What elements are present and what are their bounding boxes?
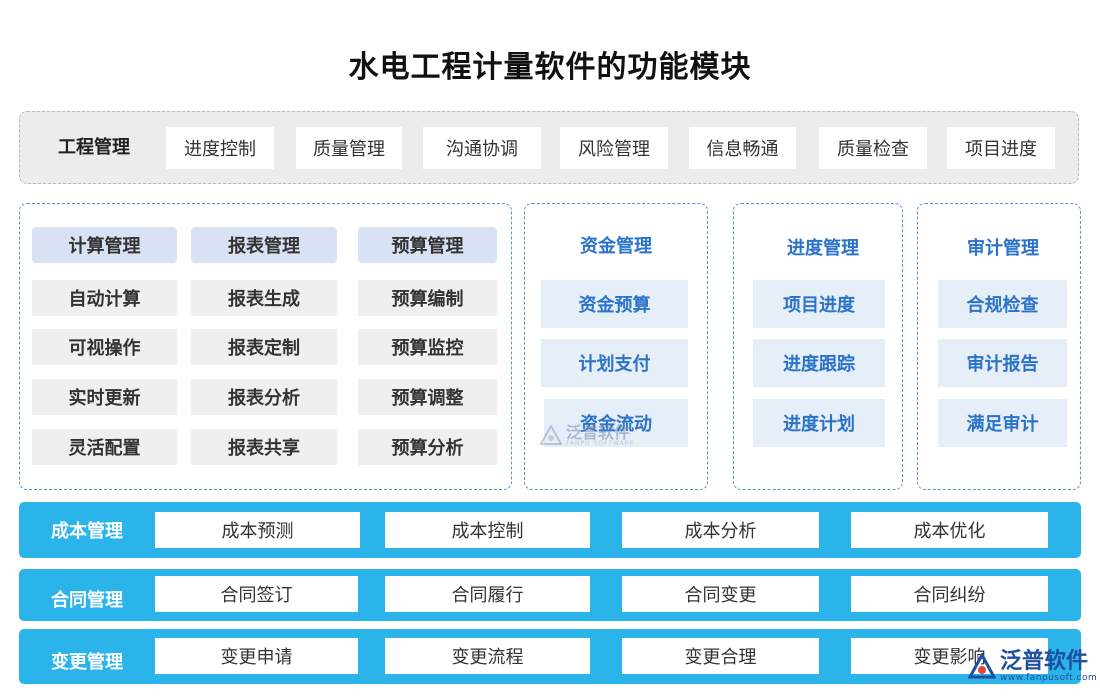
list-item: 预算调整 (358, 379, 497, 415)
list-item: 预算分析 (358, 429, 497, 465)
list-item: 资金预算 (541, 280, 688, 328)
cost-management-label: 成本管理 (51, 521, 123, 542)
list-item: 报表定制 (191, 329, 337, 365)
fanpu-logo-icon (968, 653, 996, 679)
band-item: 变更流程 (385, 638, 590, 674)
band-item: 成本优化 (851, 512, 1048, 548)
list-item: 报表共享 (191, 429, 337, 465)
contract-management-label: 合同管理 (51, 590, 123, 611)
list-item: 预算编制 (358, 280, 497, 316)
engineering-management-label: 工程管理 (58, 137, 130, 158)
band-item: 成本控制 (385, 512, 590, 548)
list-item: 报表生成 (191, 280, 337, 316)
list-item: 报表分析 (191, 379, 337, 415)
list-item: 合规检查 (938, 280, 1067, 328)
column-head-calc: 计算管理 (32, 227, 177, 263)
list-item: 项目进度 (753, 280, 885, 328)
change-management-label: 变更管理 (51, 652, 123, 673)
band-item: 变更影响 (851, 638, 1048, 674)
progress-management-title: 进度管理 (787, 238, 859, 259)
top-item: 项目进度 (947, 127, 1055, 169)
band-item: 成本分析 (622, 512, 819, 548)
top-item: 质量检查 (819, 127, 927, 169)
list-item: 灵活配置 (32, 429, 177, 465)
band-item: 变更合理 (622, 638, 819, 674)
list-item: 计划支付 (541, 339, 688, 387)
list-item: 资金流动 (544, 399, 688, 447)
band-item: 合同履行 (385, 576, 590, 612)
audit-management-title: 审计管理 (967, 238, 1039, 259)
list-item: 预算监控 (358, 329, 497, 365)
band-item: 合同纠纷 (851, 576, 1048, 612)
top-item: 信息畅通 (689, 127, 796, 169)
band-item: 合同变更 (622, 576, 819, 612)
top-item: 质量管理 (296, 127, 402, 169)
fanpu-logo: 泛普软件 www.fanpusoft.com (968, 651, 1097, 683)
top-item: 沟通协调 (423, 127, 541, 169)
watermark-sub: FANPU SOFTWARE (566, 439, 635, 447)
watermark-name: 泛普软件 (566, 422, 631, 442)
watermark: 泛普软件 FANPU SOFTWARE (540, 422, 635, 447)
fund-management-title: 资金管理 (580, 236, 652, 257)
list-item: 自动计算 (32, 280, 177, 316)
list-item: 可视操作 (32, 329, 177, 365)
top-item: 风险管理 (560, 127, 668, 169)
logo-name: 泛普软件 (1000, 649, 1089, 674)
list-item: 审计报告 (938, 339, 1067, 387)
list-item: 进度跟踪 (753, 339, 885, 387)
band-item: 合同签订 (155, 576, 358, 612)
column-head-budget: 预算管理 (358, 227, 497, 263)
list-item: 实时更新 (32, 379, 177, 415)
list-item: 满足审计 (938, 399, 1067, 447)
list-item: 进度计划 (753, 399, 885, 447)
fanpu-watermark-icon (540, 425, 562, 445)
top-item: 进度控制 (166, 127, 274, 169)
column-head-report: 报表管理 (191, 227, 337, 263)
band-item: 变更申请 (155, 638, 358, 674)
logo-url: www.fanpusoft.com (1000, 673, 1098, 683)
page-title: 水电工程计量软件的功能模块 (348, 50, 752, 85)
band-item: 成本预测 (155, 512, 360, 548)
